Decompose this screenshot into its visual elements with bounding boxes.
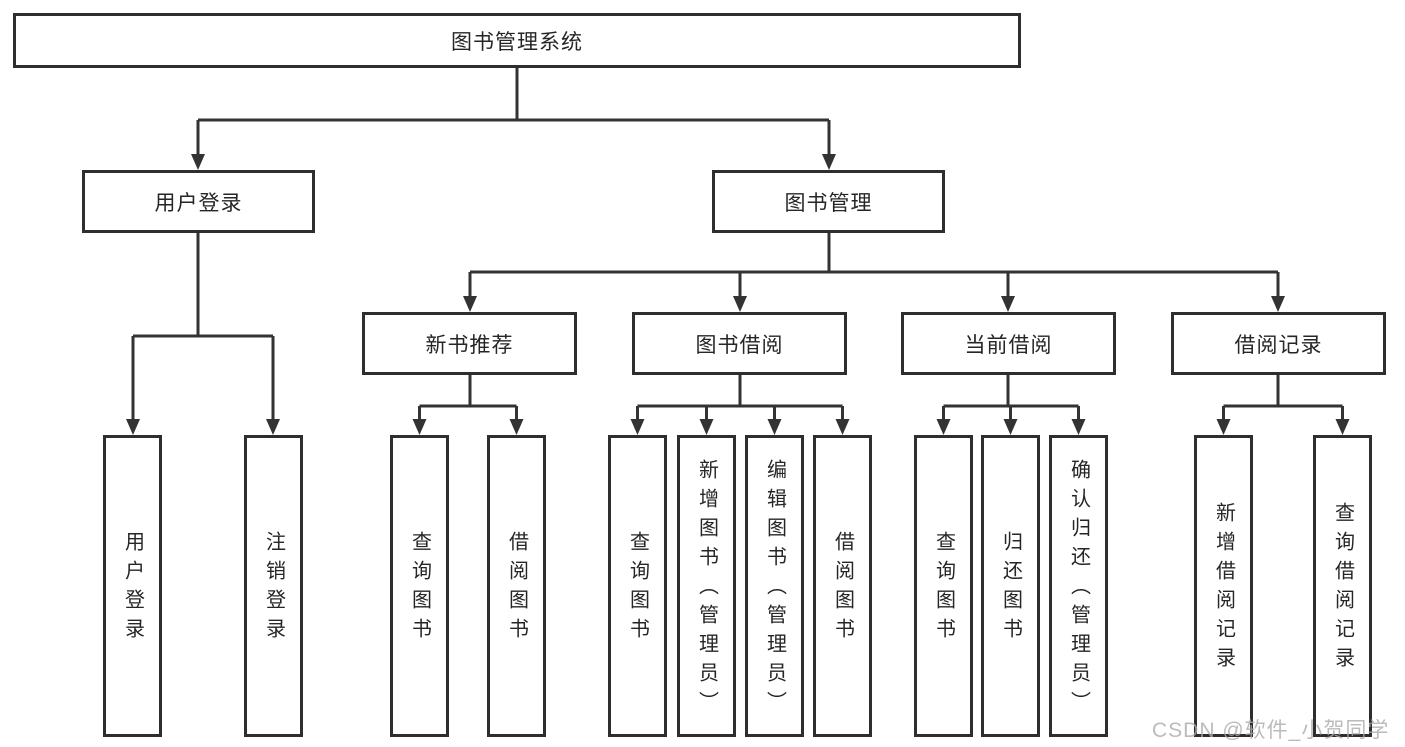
arrowhead [1003,419,1018,435]
arrowhead [463,296,477,312]
leaf-confirm-return-admin: 确认归还（管理员） [1049,435,1108,737]
arrowhead [822,154,836,170]
arrowhead [733,296,747,312]
leaf-borrow-books-recommend: 借阅图书 [487,435,546,737]
arrowhead [767,419,782,435]
arrowhead [630,419,645,435]
node-borrowing-records: 借阅记录 [1171,312,1386,375]
arrowhead [835,419,850,435]
arrowhead [412,419,427,435]
arrowhead [936,419,951,435]
leaf-add-borrow-record: 新增借阅记录 [1194,435,1253,737]
leaf-query-books-borrowing: 查询图书 [608,435,667,737]
node-book-borrowing: 图书借阅 [632,312,847,375]
arrowhead [1216,419,1231,435]
arrowhead [1335,419,1350,435]
arrowhead [1071,419,1086,435]
leaf-edit-book-admin: 编辑图书（管理员） [745,435,804,737]
arrowhead [509,419,524,435]
arrowhead [699,419,714,435]
leaf-query-books-current: 查询图书 [914,435,973,737]
leaf-user-login: 用户登录 [103,435,162,737]
leaf-query-borrow-record: 查询借阅记录 [1313,435,1372,737]
leaf-query-books-recommend: 查询图书 [390,435,449,737]
csdn-watermark: CSDN @软件_小贺同学 [1152,719,1390,742]
node-current-borrowing: 当前借阅 [901,312,1116,375]
arrowhead [191,154,205,170]
node-book-management-branch: 图书管理 [712,170,945,233]
arrowhead [126,419,140,435]
leaf-logout: 注销登录 [244,435,303,737]
node-new-book-recommendation: 新书推荐 [362,312,577,375]
leaf-return-book: 归还图书 [981,435,1040,737]
leaf-add-book-admin: 新增图书（管理员） [677,435,736,737]
arrowhead [266,419,280,435]
arrowhead [1001,296,1015,312]
node-library-management-system: 图书管理系统 [13,13,1021,68]
leaf-borrow-books: 借阅图书 [813,435,872,737]
arrowhead [1271,296,1285,312]
node-user-login-branch: 用户登录 [82,170,315,233]
